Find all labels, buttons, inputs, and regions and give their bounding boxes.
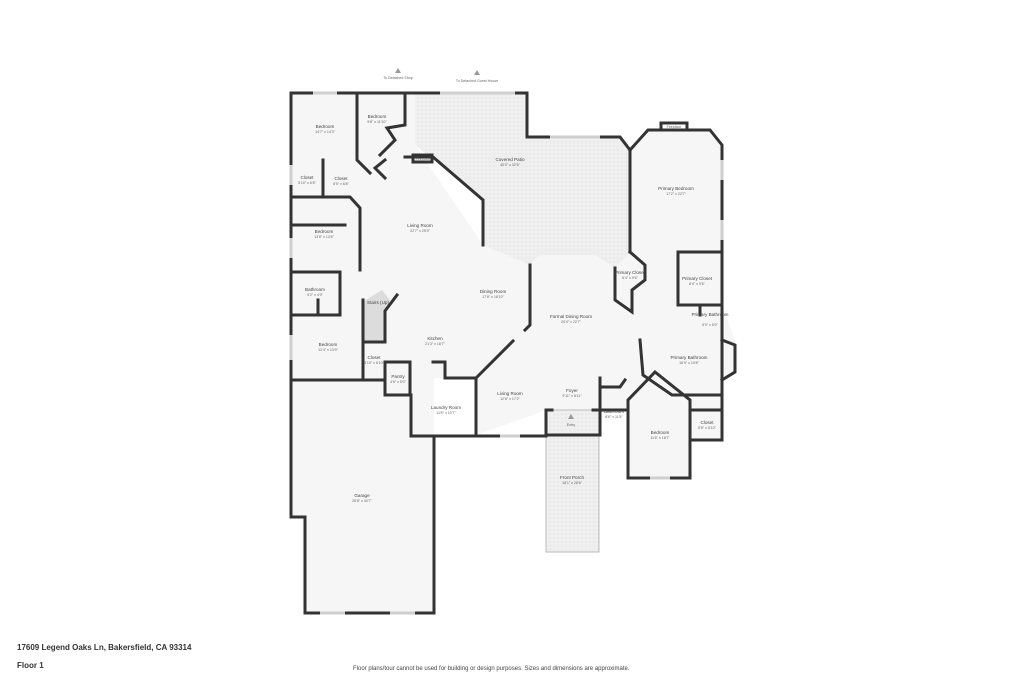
room-name: Closet — [300, 175, 314, 180]
room-dims: 5'0" x 5'0" — [702, 323, 718, 327]
room-name: Primary Closet — [615, 270, 646, 275]
fireplace-label: Fireplace — [667, 125, 682, 129]
room-name: Closet — [367, 355, 381, 360]
room-dims: 17'2" x 22'7" — [666, 192, 686, 196]
room-name: Foyer — [566, 388, 578, 393]
covered-patio-area — [415, 93, 630, 268]
room-name: Bathroom — [604, 409, 624, 414]
room-dims: 6'5" x 6'8" — [333, 182, 349, 186]
room-dims: 17'8" x 18'10" — [482, 295, 504, 299]
room-dims: 9'2" x 4'9" — [307, 293, 323, 297]
room-dims: 18'1" x 28'6" — [562, 481, 582, 485]
windows — [289, 91, 724, 615]
room-name: Bathroom — [305, 287, 325, 292]
shop-marker-label: To Detached Shop — [383, 76, 413, 80]
room-name: Pantry — [391, 374, 405, 379]
room-name: Laundry Room — [431, 405, 461, 410]
room-dims: 16'9" x 19'8" — [679, 361, 699, 365]
room-name: Bedroom — [319, 342, 338, 347]
room-name: Formal Dining Room — [550, 314, 592, 319]
room-name: Primary Bathroom — [670, 355, 707, 360]
room-dims: 8'4" x 9'5" — [689, 282, 705, 286]
room-name: Bedroom — [368, 114, 387, 119]
walls — [289, 91, 737, 615]
room-dims: 14'7" x 14'3" — [315, 130, 335, 134]
room-name: Covered Patio — [495, 157, 525, 162]
room-labels: Bedroom 14'7" x 14'3" Bedroom 9'8" x 11'… — [298, 114, 729, 503]
room-dims: 4'6" x 5'0" — [390, 380, 406, 384]
room-dims: 22'7" x 25'9" — [410, 229, 430, 233]
room-dims: 26'8" x 40'7" — [352, 499, 372, 503]
room-name: Front Porch — [560, 475, 584, 480]
fireplace-label: Fireplace — [416, 157, 431, 161]
floor-label: Floor 1 — [17, 661, 44, 670]
room-dims: 9'11" x 8'11" — [562, 394, 582, 398]
room-dims: 5'10" x 6'8" — [298, 181, 316, 185]
room-dims: 5'5" x 5'10" — [698, 426, 716, 430]
room-name: Primary Bathroom — [691, 312, 728, 317]
room-name: Living Room — [407, 223, 433, 228]
room-name: Closet — [700, 420, 714, 425]
room-name: Stairs (Up) — [367, 300, 389, 305]
room-name: Closet — [334, 176, 348, 181]
room-dims: 6'4" x 9'6" — [622, 276, 638, 280]
entry-label: Entry — [567, 423, 576, 427]
room-dims: 21'3" x 18'7" — [425, 342, 445, 346]
room-name: Kitchen — [427, 336, 443, 341]
room-name: Bedroom — [315, 229, 334, 234]
room-name: Living Room — [497, 391, 523, 396]
room-dims: 40'0" x 32'6" — [500, 163, 520, 167]
room-dims: 11'8" x 10'7" — [436, 411, 456, 415]
room-dims: 20'4" x 22'7" — [561, 320, 581, 324]
guest-house-marker-label: To Detached Guest House — [456, 79, 498, 83]
disclaimer: Floor plans/tour cannot be used for buil… — [353, 666, 630, 672]
address: 17609 Legend Oaks Ln, Bakersfield, CA 93… — [17, 643, 192, 652]
room-name: Bedroom — [316, 124, 335, 129]
room-dims: 9'8" x 11'10" — [367, 120, 387, 124]
entry-marker-icon — [568, 414, 574, 419]
room-dims: 8'6" x 11'5" — [605, 415, 623, 419]
room-name: Dining Room — [480, 289, 507, 294]
shop-marker-icon — [395, 68, 401, 73]
room-name: Primary Closet — [682, 276, 713, 281]
room-dims: 13'8" x 13'6" — [314, 235, 334, 239]
house-floor — [291, 93, 735, 613]
room-dims: 11'6" x 18'7" — [650, 436, 670, 440]
guest-house-marker-icon — [474, 70, 480, 75]
room-dims: 12'4" x 13'9" — [318, 348, 338, 352]
room-name: Garage — [354, 493, 370, 498]
room-dims: 3'10" x 6'10" — [364, 361, 384, 365]
room-dims: 12'8" x 17'2" — [500, 397, 520, 401]
room-name: Bedroom — [651, 430, 670, 435]
room-name: Primary Bedroom — [658, 186, 694, 191]
